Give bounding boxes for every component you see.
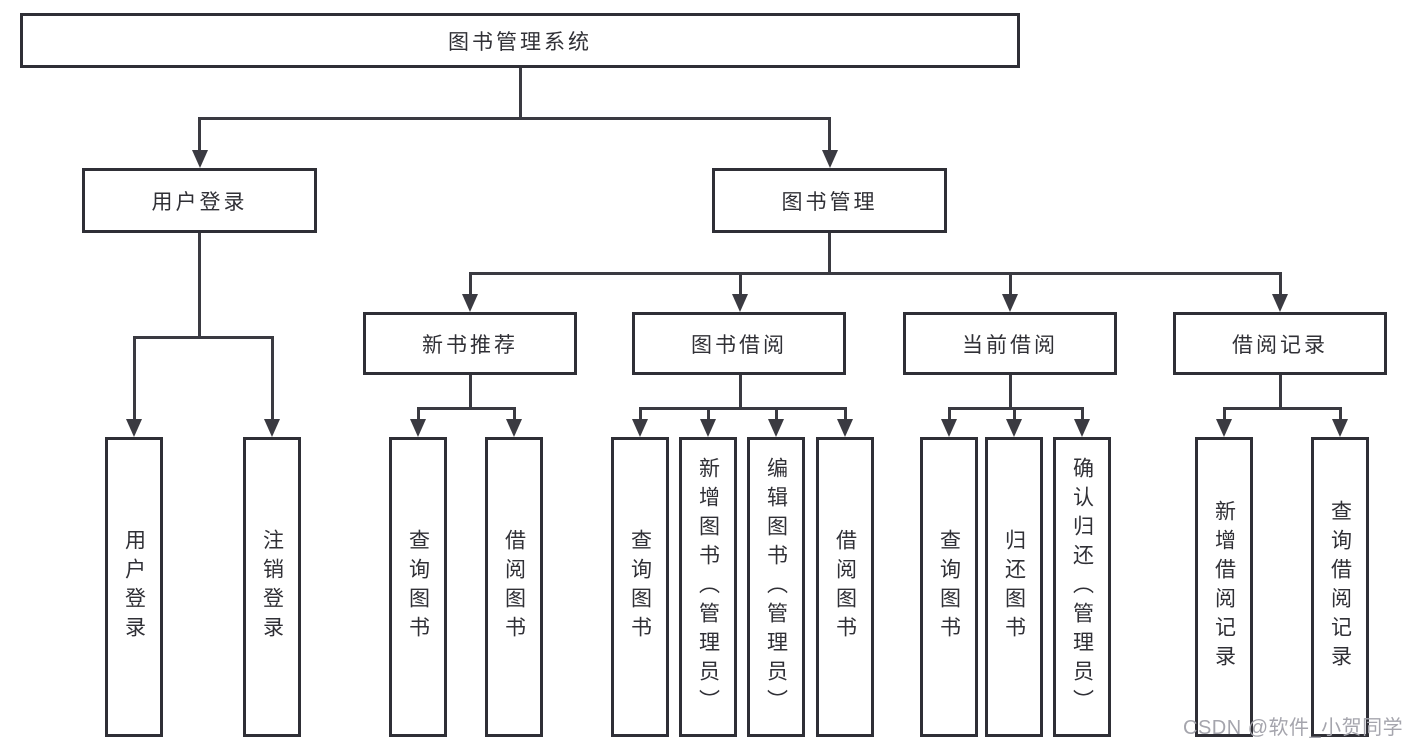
- connector-line: [468, 272, 1282, 275]
- leaf-label: 确认归还（管理员）: [1070, 456, 1094, 718]
- leaf-query-borrow-record: 查询借阅记录: [1311, 437, 1369, 737]
- node-library-management-system: 图书管理系统: [20, 13, 1020, 68]
- leaf-borrow-books: 借阅图书: [816, 437, 874, 737]
- connector-line: [1080, 407, 1084, 421]
- node-label: 图书借阅: [691, 333, 787, 357]
- connector-line: [198, 117, 831, 120]
- connector-line: [774, 407, 778, 421]
- arrow-down-icon: [126, 419, 142, 437]
- leaf-logout: 注销登录: [243, 437, 301, 737]
- connector-line: [270, 336, 274, 421]
- connector-line: [416, 407, 420, 421]
- connector-line: [843, 407, 847, 421]
- connector-line: [1278, 272, 1282, 296]
- leaf-add-borrow-record: 新增借阅记录: [1195, 437, 1253, 737]
- arrow-down-icon: [1272, 294, 1288, 312]
- arrow-down-icon: [821, 150, 838, 168]
- connector-line: [198, 117, 201, 152]
- leaf-add-books-admin: 新增图书（管理员）: [679, 437, 737, 737]
- connector-line: [638, 407, 642, 421]
- connector-line: [468, 272, 472, 296]
- node-label: 借阅记录: [1232, 333, 1328, 357]
- arrow-down-icon: [462, 294, 478, 312]
- arrow-down-icon: [941, 419, 957, 437]
- arrow-down-icon: [264, 419, 280, 437]
- arrow-down-icon: [1074, 419, 1090, 437]
- connector-line: [1012, 407, 1016, 421]
- leaf-label: 借阅图书: [502, 529, 526, 645]
- csdn-watermark: CSDN @软件_小贺同学: [1183, 717, 1404, 739]
- connector-line: [519, 68, 522, 117]
- connector-line: [706, 407, 710, 421]
- connector-line: [132, 336, 136, 421]
- leaf-query-books-recommend: 查询图书: [389, 437, 447, 737]
- connector-line: [1008, 375, 1012, 407]
- connector-line: [198, 233, 201, 336]
- connector-line: [416, 407, 516, 410]
- arrow-down-icon: [1002, 294, 1018, 312]
- leaf-query-books-borrowing: 查询图书: [611, 437, 669, 737]
- arrow-down-icon: [1006, 419, 1022, 437]
- leaf-query-books-current: 查询图书: [920, 437, 978, 737]
- leaf-label: 新增借阅记录: [1212, 500, 1236, 674]
- leaf-borrow-books-recommend: 借阅图书: [485, 437, 543, 737]
- connector-line: [1278, 375, 1282, 407]
- connector-line: [738, 272, 742, 296]
- leaf-label: 查询图书: [937, 529, 961, 645]
- connector-line: [947, 407, 951, 421]
- arrow-down-icon: [191, 150, 208, 168]
- arrow-down-icon: [1332, 419, 1348, 437]
- node-book-management: 图书管理: [712, 168, 947, 233]
- connector-line: [947, 407, 1084, 410]
- leaf-label: 用户登录: [122, 529, 146, 645]
- node-label: 新书推荐: [422, 333, 518, 357]
- connector-line: [638, 407, 847, 410]
- connector-line: [1222, 407, 1226, 421]
- leaf-user-login: 用户登录: [105, 437, 163, 737]
- leaf-label: 查询借阅记录: [1328, 500, 1352, 674]
- arrow-down-icon: [732, 294, 748, 312]
- node-user-login: 用户登录: [82, 168, 317, 233]
- leaf-label: 注销登录: [260, 529, 284, 645]
- connector-line: [1222, 407, 1342, 410]
- connector-line: [512, 407, 516, 421]
- leaf-label: 归还图书: [1002, 529, 1026, 645]
- node-label: 图书管理: [781, 190, 878, 214]
- arrow-down-icon: [700, 419, 716, 437]
- arrow-down-icon: [632, 419, 648, 437]
- leaf-label: 查询图书: [406, 529, 430, 645]
- leaf-return-books: 归还图书: [985, 437, 1043, 737]
- leaf-label: 查询图书: [628, 529, 652, 645]
- node-new-book-recommend: 新书推荐: [363, 312, 577, 375]
- node-label: 当前借阅: [962, 333, 1058, 357]
- arrow-down-icon: [410, 419, 426, 437]
- leaf-edit-books-admin: 编辑图书（管理员）: [747, 437, 805, 737]
- node-book-borrowing: 图书借阅: [632, 312, 846, 375]
- connector-line: [828, 233, 831, 272]
- connector-line: [468, 375, 472, 407]
- arrow-down-icon: [768, 419, 784, 437]
- arrow-down-icon: [837, 419, 853, 437]
- node-label: 用户登录: [151, 190, 248, 214]
- leaf-label: 编辑图书（管理员）: [764, 456, 788, 718]
- connector-line: [828, 117, 831, 152]
- leaf-label: 新增图书（管理员）: [696, 456, 720, 718]
- connector-line: [132, 336, 274, 339]
- leaf-label: 借阅图书: [833, 529, 857, 645]
- node-borrowing-records: 借阅记录: [1173, 312, 1387, 375]
- connector-line: [738, 375, 742, 407]
- connector-line: [1008, 272, 1012, 296]
- arrow-down-icon: [506, 419, 522, 437]
- node-current-borrowing: 当前借阅: [903, 312, 1117, 375]
- arrow-down-icon: [1216, 419, 1232, 437]
- connector-line: [1338, 407, 1342, 421]
- node-label: 图书管理系统: [448, 30, 592, 54]
- leaf-confirm-return-admin: 确认归还（管理员）: [1053, 437, 1111, 737]
